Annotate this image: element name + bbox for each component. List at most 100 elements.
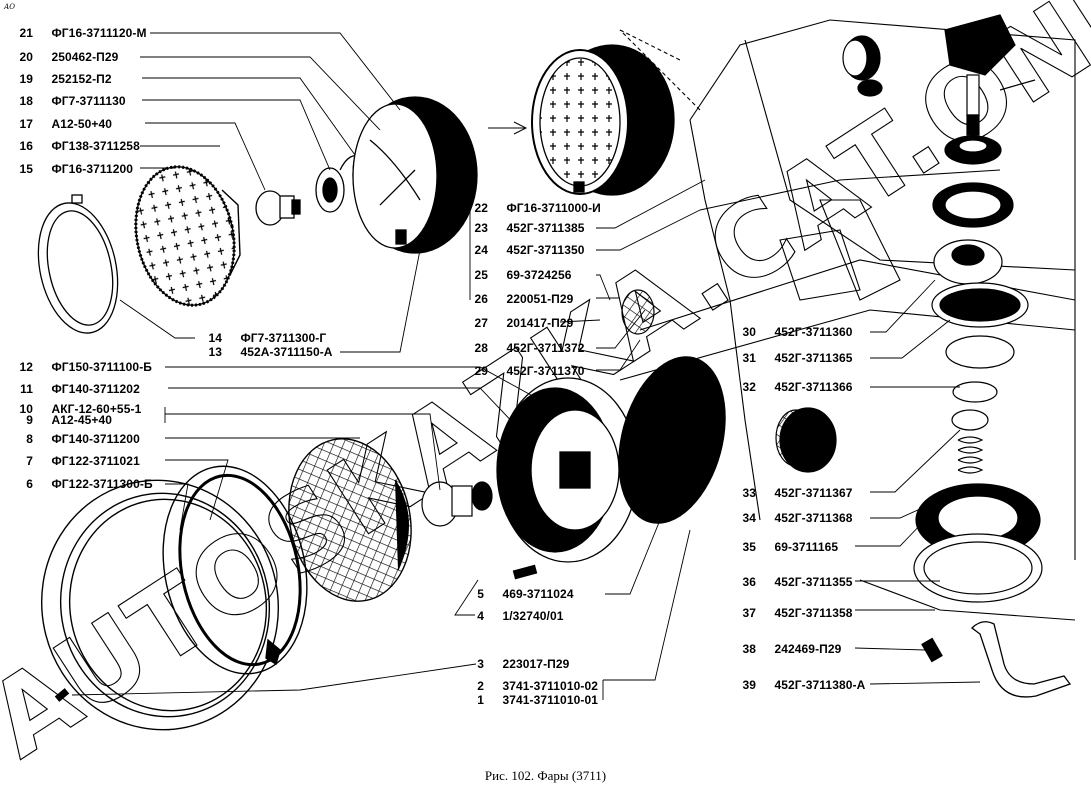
part-code: ФГ140-3711200 xyxy=(51,432,140,446)
part-number: 29 xyxy=(474,364,488,378)
part-code: 252152-П2 xyxy=(51,72,112,86)
part-label-6: 6 ФГ122-3711300-Б xyxy=(19,477,153,491)
part-label-27: 27 201417-П29 xyxy=(474,316,573,330)
small-headlamp-lens-15 xyxy=(134,165,241,307)
part-number: 17 xyxy=(19,117,33,131)
part-code: 452Г-3711367 xyxy=(774,486,853,500)
part-code: ФГ7-3711130 xyxy=(51,94,126,108)
part-label-18: 18 ФГ7-3711130 xyxy=(19,94,126,108)
screw-3 xyxy=(54,688,70,702)
part-code: 242469-П29 xyxy=(774,642,842,656)
part-number: 7 xyxy=(26,454,33,468)
part-code: 452Г-3711365 xyxy=(774,351,853,365)
part-code: А12-45+40 xyxy=(51,413,113,427)
part-code: 452Г-3711370 xyxy=(506,364,585,378)
part-label-32: 32 452Г-3711366 xyxy=(742,380,853,394)
headlamp-lens-8 xyxy=(288,438,412,602)
part-number: 5 xyxy=(477,587,484,601)
part-label-35: 35 69-3711165 xyxy=(742,540,838,554)
part-code: 452Г-3711360 xyxy=(774,325,853,339)
part-label-21: 21 ФГ16-3711120-М xyxy=(19,26,147,40)
part-label-22: 22 ФГ16-3711000-И xyxy=(474,201,601,215)
part-number: 38 xyxy=(742,642,756,656)
headlamp-ring-7 xyxy=(162,465,308,675)
part-code: 452Г-3711366 xyxy=(774,380,853,394)
handle-39 xyxy=(971,621,1072,698)
part-number: 33 xyxy=(742,486,756,500)
part-code: А12-50+40 xyxy=(51,117,113,131)
part-code: 223017-П29 xyxy=(502,657,570,671)
grille-lamp-25 xyxy=(621,289,655,335)
part-number: 11 xyxy=(20,382,33,396)
part-label-19: 19 252152-П2 xyxy=(19,72,112,86)
small-bulb-17 xyxy=(255,190,301,226)
part-number: 22 xyxy=(474,201,488,215)
part-label-10: 10 АКГ-12-60+55-1 xyxy=(19,402,141,416)
part-label-23: 23 452Г-3711385 xyxy=(474,221,585,235)
part-label-2: 2 3741-3711010-02 xyxy=(474,679,598,693)
part-number: 35 xyxy=(742,540,756,554)
part-label-8: 8 ФГ140-3711200 xyxy=(19,432,140,446)
part-code: 3741-3711010-01 xyxy=(502,693,599,707)
part-code: 69-3724256 xyxy=(506,268,572,282)
part-label-28: 28 452Г-3711372 xyxy=(474,341,585,355)
part-code: 452Г-3711372 xyxy=(506,341,585,355)
part-label-5: 5 469-3711024 xyxy=(474,587,574,601)
part-code: ФГ150-3711100-Б xyxy=(51,360,153,374)
part-number: 23 xyxy=(474,221,488,235)
part-code: ФГ16-3711000-И xyxy=(506,201,601,215)
part-code: ФГ140-3711202 xyxy=(51,382,140,396)
turn-lamp-top xyxy=(842,35,883,97)
part-label-12: 12 ФГ150-3711100-Б xyxy=(19,360,152,374)
part-label-16: 16 ФГ138-3711258 xyxy=(19,139,140,153)
part-code: ФГ122-3711300-Б xyxy=(51,477,153,491)
part-label-9: 9 А12-45+40 xyxy=(19,413,112,427)
part-label-31: 31 452Г-3711365 xyxy=(742,351,853,365)
part-code: 452Г-3711355 xyxy=(774,575,853,589)
arrow-icon xyxy=(488,121,528,135)
part-label-30: 30 452Г-3711360 xyxy=(742,325,853,339)
part-number: 4 xyxy=(477,609,484,623)
part-label-3: 3 223017-П29 xyxy=(474,657,569,671)
part-number: 18 xyxy=(19,94,33,108)
part-number: 31 xyxy=(742,351,756,365)
part-label-24: 24 452Г-3711350 xyxy=(474,243,585,257)
part-number: 13 xyxy=(208,345,222,359)
small-headlamp-rim-14 xyxy=(37,194,119,334)
part-number: 24 xyxy=(474,243,488,257)
part-code: ФГ16-3711200 xyxy=(51,162,134,176)
part-code: 3741-3711010-02 xyxy=(502,679,599,693)
part-number: 30 xyxy=(742,325,756,339)
part-label-37: 37 452Г-3711358 xyxy=(742,606,853,620)
part-number: 8 xyxy=(26,432,33,446)
leader-lines xyxy=(71,32,981,700)
headlamp-bulb-10 xyxy=(421,481,493,527)
mount-bracket xyxy=(944,14,1036,136)
part-number: 26 xyxy=(474,292,488,306)
part-code: 220051-П29 xyxy=(506,292,574,306)
part-label-15: 15 ФГ16-3711200 xyxy=(19,162,133,176)
corner-mark: АО xyxy=(4,3,16,11)
part-label-34: 34 452Г-3711368 xyxy=(742,511,853,525)
part-label-29: 29 452Г-3711370 xyxy=(474,364,585,378)
part-label-20: 20 250462-П29 xyxy=(19,50,118,64)
part-code: 452Г-3711380-А xyxy=(774,678,866,692)
part-label-38: 38 242469-П29 xyxy=(742,642,841,656)
headlamp-body-12 xyxy=(496,377,639,563)
part-code: 452Г-3711350 xyxy=(506,243,585,257)
headlamp-gasket-2 xyxy=(618,356,726,524)
part-number: 2 xyxy=(477,679,484,693)
part-label-36: 36 452Г-3711355 xyxy=(742,575,853,589)
part-number: 39 xyxy=(742,678,756,692)
headlamp-rim-6 xyxy=(40,479,280,731)
screw-5 xyxy=(512,564,538,580)
part-number: 9 xyxy=(26,413,33,427)
small-socket-16 xyxy=(315,155,363,213)
part-label-17: 17 А12-50+40 xyxy=(19,117,112,131)
part-number: 1 xyxy=(477,693,484,707)
part-code: ФГ122-3711021 xyxy=(51,454,140,468)
part-label-1: 1 3741-3711010-01 xyxy=(474,693,598,707)
part-code: 1/32740/01 xyxy=(502,609,564,623)
part-code: 69-3711165 xyxy=(774,540,839,554)
